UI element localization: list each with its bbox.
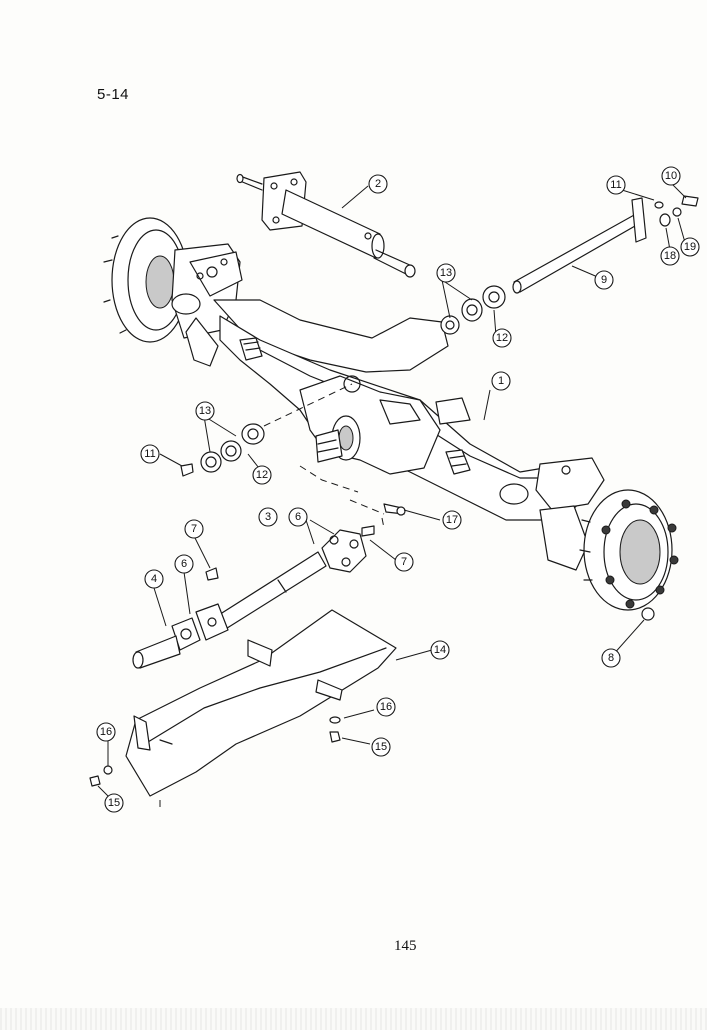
callout-10-label: 10 [665, 170, 677, 182]
callout-12-upper-label: 12 [496, 332, 508, 344]
callout-6-shaft: 6 [174, 554, 194, 574]
callout-15-right-label: 15 [375, 741, 387, 753]
callout-15-left-label: 15 [108, 797, 120, 809]
callout-18: 18 [660, 246, 680, 266]
callout-3-label: 3 [265, 511, 271, 523]
pivot-alignment-line [263, 383, 353, 427]
callout-17-label: 17 [446, 514, 458, 526]
callout-12-lower-label: 12 [256, 469, 268, 481]
callout-16-right: 16 [376, 697, 396, 717]
callout-8: 8 [601, 648, 621, 668]
callout-19-label: 19 [684, 241, 696, 253]
drive-shaft-drawing [132, 503, 406, 669]
callout-6-shaft-label: 6 [181, 558, 187, 570]
thrust-washers-upper [440, 285, 506, 335]
pivot-pin-drawing [512, 195, 699, 294]
callout-6-coupling: 6 [288, 507, 308, 527]
callout-15-right: 15 [371, 737, 391, 757]
callout-11-beam-label: 11 [144, 448, 155, 460]
callout-11-pin-label: 11 [610, 179, 621, 191]
callout-13-upper-label: 13 [440, 267, 452, 279]
callout-12-upper: 12 [492, 328, 512, 348]
callout-1: 1 [491, 371, 511, 391]
callout-9-label: 9 [601, 274, 607, 286]
callout-13-lower-label: 13 [199, 405, 211, 417]
steering-cylinder-drawing [236, 171, 416, 278]
callout-13-upper: 13 [436, 263, 456, 283]
callout-11-beam: 11 [140, 444, 160, 464]
callout-19: 19 [680, 237, 700, 257]
callout-15-left: 15 [104, 793, 124, 813]
callout-1-label: 1 [498, 375, 504, 387]
shaft-alignment-line [299, 465, 385, 529]
callout-4: 4 [144, 569, 164, 589]
callout-14-label: 14 [434, 644, 446, 656]
callout-17: 17 [442, 510, 462, 530]
callout-18-label: 18 [664, 250, 676, 262]
callout-11-pin: 11 [606, 175, 626, 195]
scan-edge-texture [0, 1008, 707, 1030]
callout-12-lower: 12 [252, 465, 272, 485]
callout-10: 10 [661, 166, 681, 186]
callout-7-right-label: 7 [401, 556, 407, 568]
callout-16-left: 16 [96, 722, 116, 742]
callout-3: 3 [258, 507, 278, 527]
callout-9: 9 [594, 270, 614, 290]
thrust-washers-lower [180, 423, 265, 477]
callout-2-label: 2 [375, 178, 381, 190]
callout-7-right: 7 [394, 552, 414, 572]
callout-7-left-label: 7 [191, 523, 197, 535]
callout-16-right-label: 16 [380, 701, 392, 713]
callout-8-label: 8 [608, 652, 614, 664]
page-number: 145 [394, 938, 417, 954]
callout-7-left: 7 [184, 519, 204, 539]
callout-6-coupling-label: 6 [295, 511, 301, 523]
callout-16-left-label: 16 [100, 726, 112, 738]
callout-14: 14 [430, 640, 450, 660]
shaft-guard-drawing [125, 609, 397, 812]
callout-2: 2 [368, 174, 388, 194]
section-label: 5-14 [97, 86, 130, 103]
callout-4-label: 4 [151, 573, 157, 585]
axle-housing-drawing [103, 217, 679, 611]
callout-13-lower: 13 [195, 401, 215, 421]
guard-fasteners [89, 607, 655, 787]
